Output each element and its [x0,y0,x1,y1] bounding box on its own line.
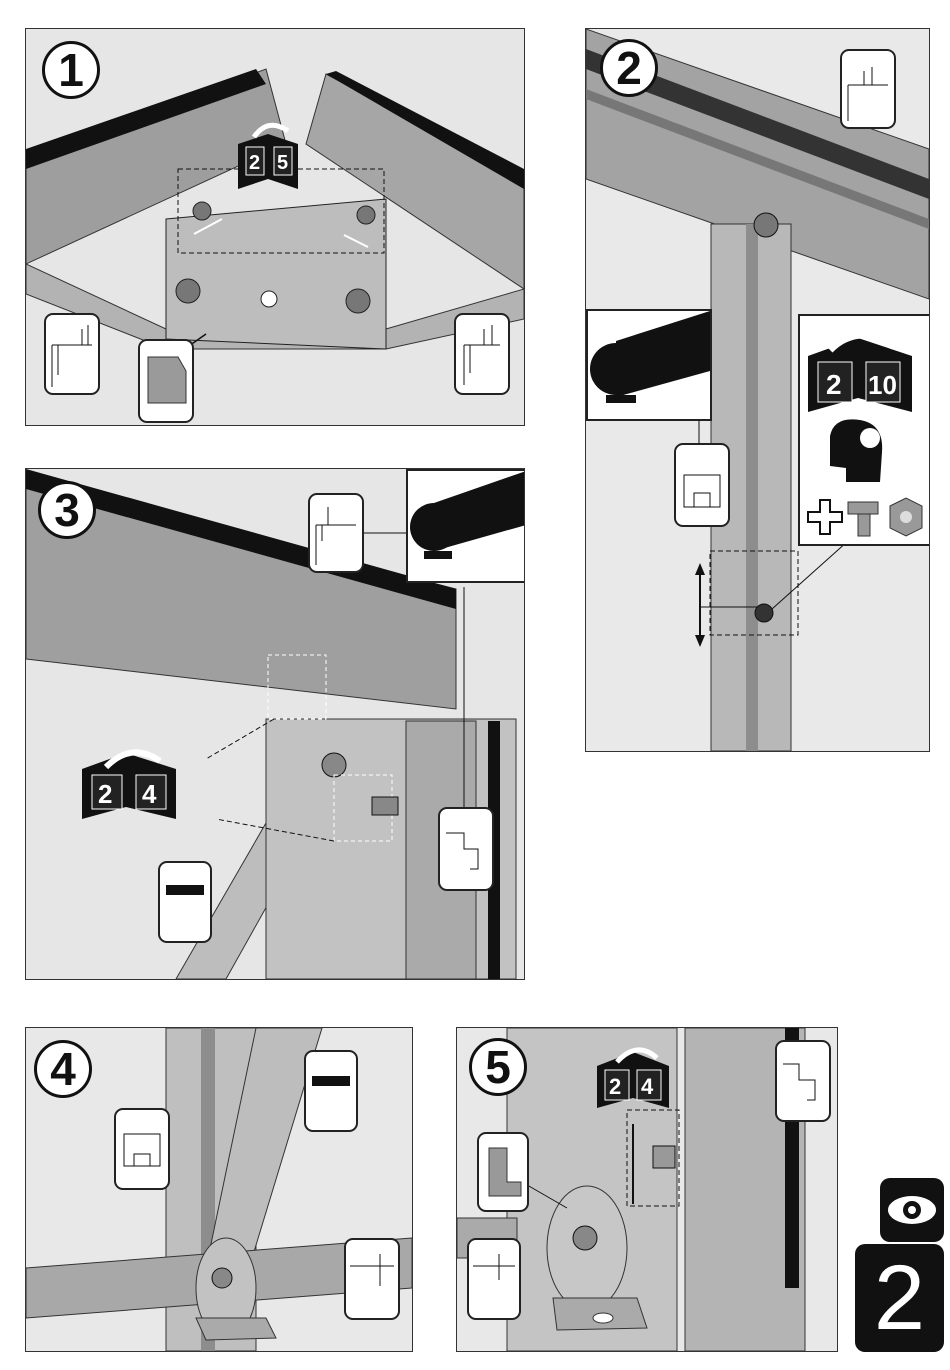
profile-card-left [44,313,100,395]
seal-card [406,469,525,583]
profile-icon [346,1240,398,1318]
profile-icon [469,1240,519,1318]
profile-card-right [454,313,510,395]
profile-icon [842,51,894,127]
nut-icon [890,498,922,536]
seal-card [586,309,712,421]
brace-icon [306,1052,356,1130]
step-number-3: 3 [38,481,96,539]
bolt-icon [848,502,878,536]
step-number-2: 2 [600,39,658,97]
brace-icon [160,863,210,941]
profile-card-mid [674,443,730,527]
page-number-badge: 2 [855,1244,944,1352]
step-number-1: 1 [42,41,100,99]
book-page-right: 10 [868,370,897,400]
book-page-left: 2 [98,779,112,809]
profile-card-top [840,49,896,129]
step-2-panel: 2 2 10 [585,28,930,752]
gears-head-icon [830,419,882,482]
chord-card [344,1238,400,1320]
visual-check-badge [880,1178,944,1242]
eye-icon [880,1178,944,1242]
profile-icon [777,1042,829,1120]
profile-icon [676,445,728,525]
step-number-4: 4 [34,1040,92,1098]
profile-card-top [308,493,364,573]
book-page-left: 2 [609,1074,621,1099]
step-3-panel: 2 4 3 [25,468,525,980]
page-number: 2 [874,1246,925,1351]
step-number-5: 5 [469,1038,527,1096]
profile-icon [116,1110,168,1188]
book-page-right: 5 [277,152,288,174]
instructions-graphics: 2 10 [800,316,930,544]
book-icon: 2 10 [808,335,912,412]
step-1-panel: 2 5 1 [25,28,525,426]
profile-icon [46,315,98,393]
book-page-left: 2 [249,152,260,174]
bracket-icon [140,341,192,421]
profile-icon [440,809,492,889]
brace-card [304,1050,358,1132]
profile-icon [456,315,508,393]
profile-icon [310,495,362,571]
step-5-panel: 2 4 5 [456,1027,838,1352]
profile-card [775,1040,831,1122]
bracket-icon [479,1134,527,1210]
bracket-card [138,339,194,423]
bracket-card [477,1132,529,1212]
chord-card [467,1238,521,1320]
profile-card-side [438,807,494,891]
book-page-right: 4 [641,1074,654,1099]
instructions-card: 2 10 [798,314,930,546]
profile-card [114,1108,170,1190]
rubber-seal-icon [588,311,710,419]
step-1-illustration: 2 5 [26,29,524,425]
book-page-right: 4 [142,779,157,809]
rubber-seal-icon [408,471,525,581]
book-page-left: 2 [826,369,842,400]
plus-icon [808,500,842,534]
step-4-panel: 4 [25,1027,413,1352]
brace-card [158,861,212,943]
